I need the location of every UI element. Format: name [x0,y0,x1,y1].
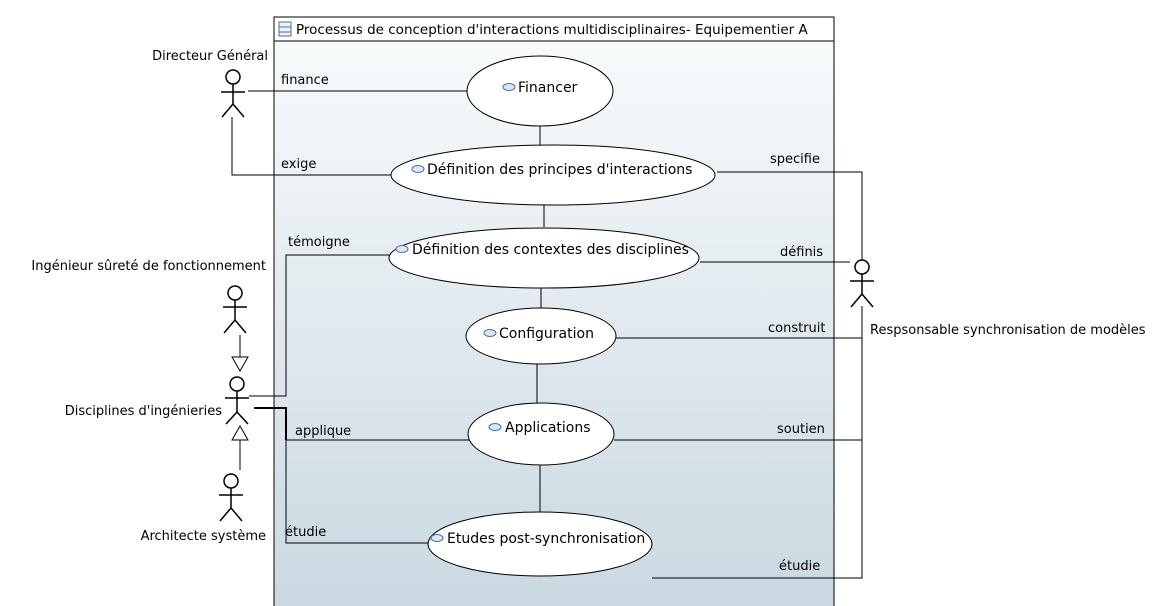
association-labels: finance exige témoigne applique étudie s… [281,73,826,574]
association-label-applique: applique [295,424,351,439]
use-case-icon [430,534,444,542]
use-case-principes[interactable]: Définition des principes d'interactions [390,144,716,206]
system-title: Processus de conception d'interactions m… [296,22,808,38]
use-case-icon [488,423,502,431]
actor-architecte[interactable]: Architecte système [141,473,266,544]
associations-left [231,90,470,544]
actor-directeur-general[interactable]: Directeur Général [152,49,268,118]
use-case-label-etudes: Etudes post-synchronisation [447,531,645,547]
association-label-exige: exige [281,157,316,172]
association-label-temoigne: témoigne [288,235,350,250]
actor-label-architecte: Architecte système [141,529,266,544]
stick-figure-icon [223,285,247,334]
actor-label-directeur: Directeur Général [152,49,268,64]
use-case-configuration[interactable]: Configuration [465,307,617,365]
use-case-label-configuration: Configuration [499,326,594,342]
actor-ingenieur-surete[interactable]: Ingénieur sûreté de fonctionnement [31,259,266,334]
association-label-finance: finance [281,73,329,88]
associations-right [612,171,863,579]
actor-label-responsable: Respsonsable synchronisation de modèles [870,323,1146,338]
association-label-construit: construit [768,321,826,336]
use-case-icon [395,245,409,253]
generalization-arrows [231,335,249,470]
stick-figure-icon [850,259,874,308]
stick-figure-icon [219,473,243,522]
use-case-etudes[interactable]: Etudes post-synchronisation [427,511,653,577]
use-case-label-applications: Applications [505,420,591,436]
association-label-soutien: soutien [777,422,825,437]
stick-figure-icon [221,69,245,118]
association-label-etudie-right: étudie [779,559,820,574]
use-case-label-principes: Définition des principes d'interactions [427,162,692,178]
association-label-specifie: specifie [770,152,820,167]
use-case-icon [411,165,425,173]
generalization-arrowhead-architecte [231,424,249,441]
system-icon [278,21,292,37]
association-label-etudie-left: étudie [285,525,326,540]
generalization-arrowhead-ingenieur [231,356,249,373]
use-case-icon [502,83,516,91]
actor-disciplines[interactable]: Disciplines d'ingénieries [65,376,249,425]
use-case-financer[interactable]: Financer [466,55,614,127]
use-case-label-contextes: Définition des contextes des disciplines [412,242,689,258]
system-title-bar [273,16,835,42]
actor-responsable[interactable]: Respsonsable synchronisation de modèles [850,259,1146,338]
actor-label-ingenieur: Ingénieur sûreté de fonctionnement [31,259,266,274]
use-case-contextes[interactable]: Définition des contextes des disciplines [388,227,700,289]
include-connectors [536,126,545,512]
stick-figure-icon [225,376,249,425]
association-label-definis: définis [780,245,823,260]
use-case-label-financer: Financer [518,80,578,96]
use-case-applications[interactable]: Applications [467,402,615,466]
actor-label-disciplines: Disciplines d'ingénieries [65,404,223,419]
use-case-icon [483,329,497,337]
